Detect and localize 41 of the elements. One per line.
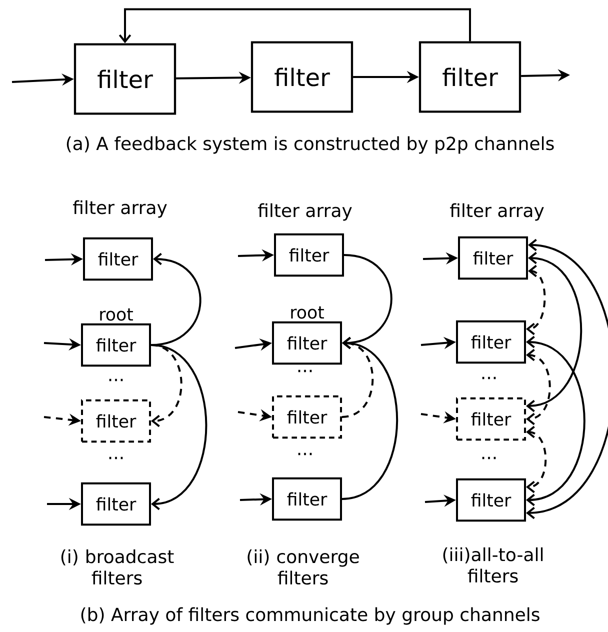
filter-box: filter (274, 233, 344, 277)
filter-box: filter (81, 323, 151, 367)
arrow (526, 336, 586, 506)
arrow (150, 344, 182, 428)
heading: filter array (73, 200, 167, 218)
arrow (118, 8, 471, 44)
filter-box: filter (456, 397, 526, 441)
filter-box: filter (458, 236, 528, 280)
caption: (b) Array of filters communicate by group channels (81, 607, 540, 625)
filter-box: filter (81, 482, 151, 526)
caption: (a) A feedback system is constructed by p2p channels (66, 136, 554, 154)
arrow (526, 264, 546, 336)
arrow (150, 344, 208, 510)
filter-box: filter (456, 478, 526, 522)
filter-box: filter (74, 43, 176, 115)
filter-box: filter (272, 321, 342, 365)
filter-box: filter (456, 320, 526, 364)
dots: ... (298, 452, 312, 456)
dots: ... (109, 378, 123, 382)
filter-box: filter (250, 41, 354, 113)
caption: (ii) converge filters (248, 549, 359, 585)
arrow (526, 252, 582, 412)
filter-box: filter (272, 477, 342, 521)
dots: ... (482, 456, 496, 460)
caption: (iii)all-to-all filters (443, 547, 543, 583)
filter-box: filter (272, 395, 342, 439)
filter-box: filter (418, 41, 522, 113)
arrow (526, 348, 551, 426)
heading: filter array (450, 203, 544, 221)
filter-box: filter (83, 237, 153, 281)
arrow (342, 336, 398, 500)
dots: ... (298, 370, 312, 372)
caption: (i) broadcast filters (61, 549, 174, 585)
arrow (526, 238, 608, 520)
dots: ... (109, 456, 123, 460)
arrow (526, 426, 547, 494)
dots: ... (482, 376, 496, 380)
arrow (150, 252, 202, 346)
node-caption: root (100, 308, 133, 321)
node-caption: root (291, 306, 324, 319)
filter-box: filter (81, 399, 151, 443)
